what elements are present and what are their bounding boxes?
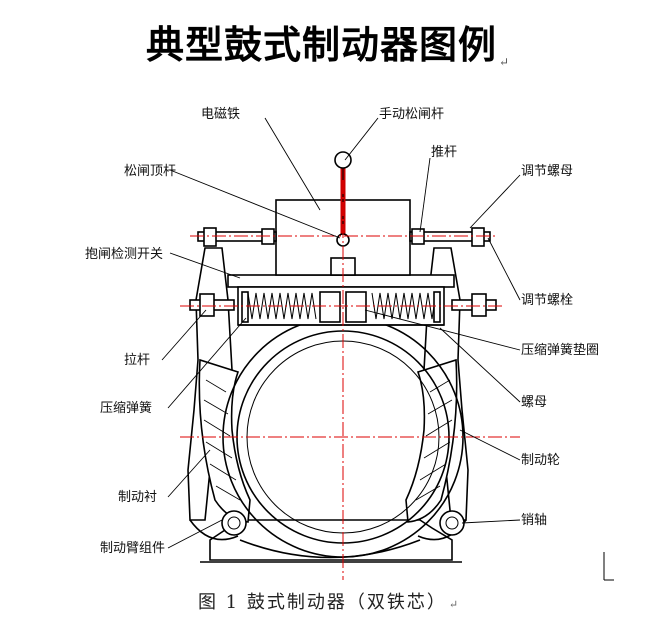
label-brake-detection-switch: 抱闸检测开关 <box>85 246 163 262</box>
label-adjusting-bolt: 调节螺栓 <box>521 293 573 308</box>
base <box>200 519 462 563</box>
label-electromagnet: 电磁铁 <box>201 107 240 122</box>
label-release-top-rod: 松闸顶杆 <box>124 164 176 179</box>
pull-rods <box>189 293 497 317</box>
label-adjusting-nut: 调节螺母 <box>521 164 573 179</box>
centerlines <box>180 180 520 580</box>
label-spring-washer: 压缩弹簧垫圈 <box>521 342 599 358</box>
labels: 电磁铁 手动松闸杆 推杆 松闸顶杆 调节螺母 抱闸检测开关 调节螺栓 拉杆 压缩… <box>85 107 599 556</box>
label-compression-spring: 压缩弹簧 <box>100 400 152 416</box>
spring-housing <box>227 274 455 326</box>
page-title: 典型鼓式制动器图例↵ <box>145 22 511 69</box>
label-nut: 螺母 <box>521 395 547 410</box>
margin-marker <box>603 552 614 581</box>
leader-lines <box>161 117 521 549</box>
label-brake-wheel: 制动轮 <box>521 453 560 468</box>
label-brake-lining: 制动衬 <box>118 490 157 505</box>
label-manual-release-lever: 手动松闸杆 <box>379 107 444 122</box>
label-push-rod: 推杆 <box>431 145 457 160</box>
label-pull-rod: 拉杆 <box>124 353 150 368</box>
label-brake-arm-assembly: 制动臂组件 <box>100 541 165 556</box>
figure-caption: 图 1 鼓式制动器（双铁芯）↵ <box>197 592 459 613</box>
label-pin-shaft: 销轴 <box>521 513 547 528</box>
left-brake-arm <box>187 247 251 541</box>
